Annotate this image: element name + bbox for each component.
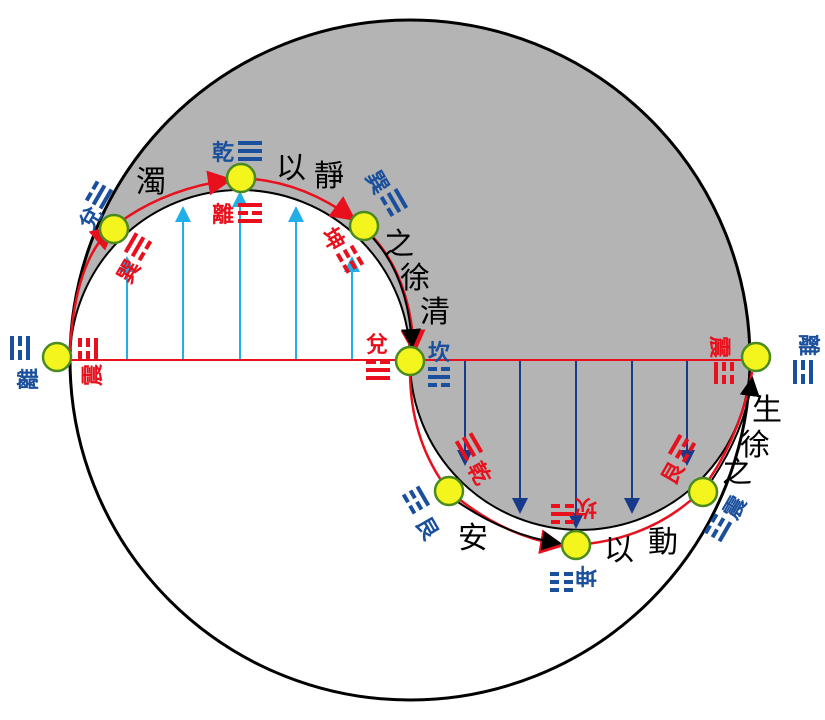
char-qing: 清 xyxy=(420,295,450,330)
char-jing: 靜 xyxy=(314,159,344,194)
char-sheng: 生 xyxy=(752,393,782,428)
nodes xyxy=(41,162,772,561)
label-outer-kun: 坤 xyxy=(575,562,597,587)
dark-blue-arrows xyxy=(457,360,695,529)
char-zhi2: 之 xyxy=(722,455,752,490)
node-left xyxy=(41,341,73,373)
black-arrow-bottom xyxy=(454,499,562,551)
trigram-inner-dui-symbol xyxy=(366,360,390,380)
char-yi1: 以 xyxy=(276,151,306,186)
label-inner-dui: 兌 xyxy=(366,333,388,358)
label-outer-kan: 坎 xyxy=(428,340,450,366)
node-xun xyxy=(348,210,380,242)
black-arrow-right xyxy=(711,376,760,481)
trigram-outer-kan-symbol xyxy=(428,367,450,387)
node-right xyxy=(740,341,772,373)
char-an: 安 xyxy=(458,521,488,556)
label-outer-qian: 乾 xyxy=(212,140,234,166)
black-arrow-mid xyxy=(364,229,422,349)
trigram-inner-li-symbol xyxy=(238,203,262,223)
red-arc-5 xyxy=(408,369,449,491)
node-gen xyxy=(433,475,465,507)
red-arc-7 xyxy=(574,491,701,547)
char-xu1: 徐 xyxy=(400,261,430,296)
char-zhi1: 之 xyxy=(384,227,414,262)
node-qian xyxy=(225,162,257,194)
label-inner-li: 離 xyxy=(212,202,234,228)
node-kun xyxy=(560,529,592,561)
node-center xyxy=(394,345,426,377)
phrase-text: 濁 以 靜 之 徐 清 安 以 動 之 徐 生 xyxy=(136,151,782,568)
label-inner-zhen-right: 震 xyxy=(706,336,731,359)
char-dong: 動 xyxy=(648,525,678,560)
gray-region xyxy=(70,20,750,530)
char-xu2: 徐 xyxy=(740,428,770,463)
label-inner-zhen-left: 震 xyxy=(81,363,106,386)
node-dui xyxy=(98,213,130,245)
label-outer-gen: 艮 xyxy=(410,513,443,545)
label-outer-li-left: 離 xyxy=(16,368,42,390)
label-outer-li-right: 離 xyxy=(795,334,821,356)
char-zhuo: 濁 xyxy=(136,165,166,200)
node-zhen xyxy=(687,476,719,508)
label-inner-kan: 坎 xyxy=(575,494,597,520)
char-yi2: 以 xyxy=(604,533,634,568)
trigram-outer-qian-symbol xyxy=(238,141,262,161)
